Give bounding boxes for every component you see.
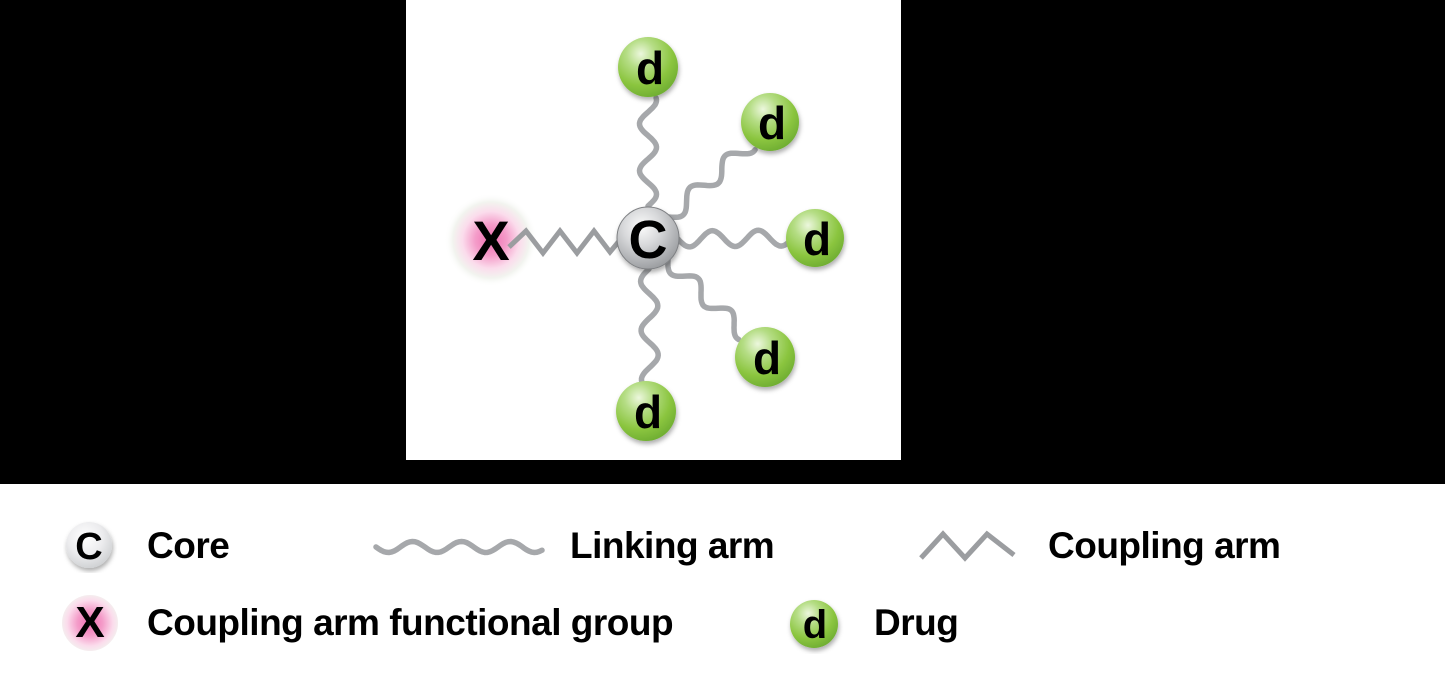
- legend-functional-group-symbol: X: [62, 595, 118, 651]
- drug-letter: d: [636, 42, 664, 94]
- legend-drug-label: Drug: [874, 602, 959, 643]
- legend-linking-arm-label: Linking arm: [570, 525, 775, 566]
- functional-group-letter: X: [472, 209, 509, 272]
- legend-core-symbol: C: [66, 522, 112, 568]
- drug-sphere-lower-right: [735, 327, 795, 387]
- linking-arm-bottom: [637, 266, 661, 385]
- drug-letter: d: [803, 213, 831, 265]
- legend-coupling-arm-symbol: [919, 530, 1016, 562]
- legend-functional-group-label: Coupling arm functional group: [147, 602, 674, 643]
- legend-core-letter: C: [75, 526, 102, 568]
- core-letter: C: [629, 210, 668, 270]
- coupling-arm-line: [507, 226, 622, 258]
- drug-sphere-top: [618, 37, 678, 97]
- linking-arm-top: [636, 95, 660, 209]
- legend-coupling-arm-label: Coupling arm: [1048, 525, 1281, 566]
- drug-letter: d: [634, 386, 662, 438]
- drug-sphere-right: [786, 209, 844, 267]
- legend-linking-arm-symbol: [373, 538, 545, 556]
- linking-arm-right: [675, 227, 791, 250]
- linking-arm-lower-right: [665, 257, 742, 343]
- linking-arm-upper-right: [666, 146, 758, 221]
- drug-letter: d: [753, 332, 781, 384]
- drug-letter: d: [758, 97, 786, 149]
- dendrimer-diagram: d d d d d C X: [442, 37, 844, 441]
- core-sphere: [616, 206, 680, 270]
- legend-core-label: Core: [147, 525, 230, 566]
- legend-functional-group-letter: X: [75, 598, 105, 647]
- drug-sphere-upper-right: [741, 93, 799, 151]
- functional-group-glow: [442, 191, 540, 289]
- legend: C Core Linking arm Coupling arm X Coupli…: [0, 484, 1445, 692]
- legend-drug-symbol: d: [790, 600, 838, 648]
- drug-sphere-bottom: [616, 381, 676, 441]
- diagram-panel: d d d d d C X: [406, 0, 901, 460]
- legend-drug-letter: d: [803, 603, 827, 647]
